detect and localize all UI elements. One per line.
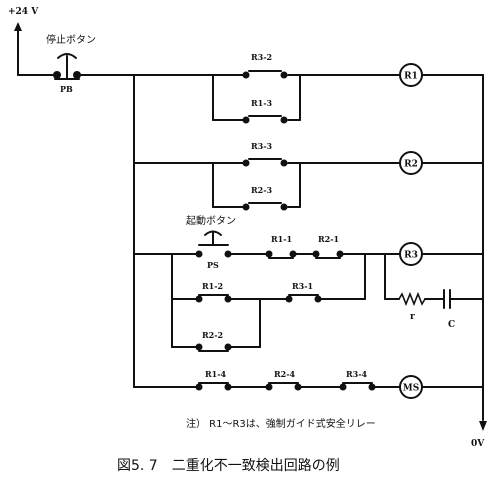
resistor-r [398, 291, 426, 307]
contact-r2-1-label: R2-1 [318, 234, 339, 244]
ground-label: 0V [471, 439, 485, 449]
capacitor-c [443, 289, 451, 309]
ground-arrow [479, 421, 487, 431]
contact-r2-1 [312, 250, 344, 259]
supply-label: +24 V [8, 7, 39, 17]
contact-r2-4-label: R2-4 [274, 369, 296, 379]
contact-r1-2-label: R1-2 [202, 281, 223, 291]
coil-ms: MS [399, 375, 423, 399]
contact-r2-2 [195, 343, 232, 352]
coil-r2: R2 [399, 151, 423, 175]
contact-r3-3-label: R3-3 [251, 141, 273, 151]
stop-button-tag: PB [60, 84, 73, 94]
contact-r1-3-label: R1-3 [251, 98, 273, 108]
contact-r2-4 [265, 382, 302, 391]
coil-r2-label: R2 [404, 160, 418, 170]
contact-r3-3 [242, 158, 288, 167]
supply-arrow [14, 22, 22, 76]
contact-r1-4-label: R1-4 [205, 369, 227, 379]
coil-r1: R1 [399, 63, 423, 87]
contact-r3-2 [242, 70, 288, 79]
capacitor-label: C [448, 320, 455, 330]
contact-r1-1-label: R1-1 [271, 234, 292, 244]
contact-r3-4 [339, 382, 376, 391]
contact-r2-3-label: R2-3 [251, 185, 273, 195]
contact-r3-1 [285, 294, 322, 303]
contact-r3-1-label: R3-1 [292, 281, 313, 291]
contact-r2-3 [242, 202, 288, 211]
figure-note: 注） R1〜R3は、強制ガイド式安全リレー [186, 417, 376, 430]
stop-button-pb [53, 53, 81, 80]
stop-button-label: 停止ボタン [46, 33, 96, 46]
resistor-label: r [410, 312, 415, 322]
start-button-tag: PS [207, 260, 219, 270]
contact-r1-1 [265, 250, 297, 259]
start-button-ps [195, 230, 232, 258]
contact-r3-2-label: R3-2 [251, 52, 272, 62]
contact-r3-4-label: R3-4 [346, 369, 368, 379]
coil-r3-label: R3 [404, 251, 418, 261]
contact-r1-2 [195, 294, 232, 303]
contact-r1-3 [242, 115, 288, 124]
coil-r3: R3 [399, 242, 423, 266]
figure-caption: 図5. 7 二重化不一致検出回路の例 [117, 458, 340, 474]
coil-ms-label: MS [403, 384, 419, 394]
contact-r1-4 [195, 382, 232, 391]
coil-r1-label: R1 [404, 72, 418, 82]
contact-r2-2-label: R2-2 [202, 330, 223, 340]
start-button-label: 起動ボタン [186, 214, 236, 227]
